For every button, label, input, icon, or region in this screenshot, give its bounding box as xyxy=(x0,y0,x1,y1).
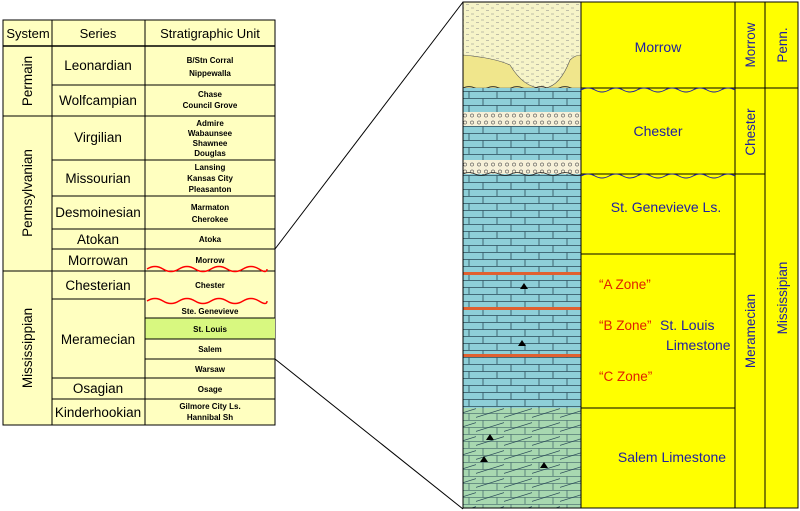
salem-limestone xyxy=(463,408,581,508)
chester-limestone xyxy=(463,88,581,174)
unconformity-line-upper xyxy=(580,87,736,93)
unit-label: Chester xyxy=(195,281,225,290)
unit-label: Morrow xyxy=(196,256,226,265)
stratigraphic-table: System Series Stratigraphic Unit Permain… xyxy=(2,19,276,426)
unconformity-chester xyxy=(146,297,268,305)
system-permain: Permain xyxy=(20,56,35,106)
unit-label: Hannibal Sh xyxy=(187,413,233,422)
st-genevieve-st-louis-limestone xyxy=(463,174,581,408)
series-atokan: Atokan xyxy=(77,232,119,247)
unconformity-line-lower xyxy=(580,173,736,179)
unit-label: Kansas City xyxy=(187,174,233,183)
unit-label: Gilmore City Ls. xyxy=(179,402,240,411)
series-kinderhookian: Kinderhookian xyxy=(55,405,141,420)
unit-label: Wabaunsee xyxy=(188,129,233,138)
side-penn: Penn. xyxy=(775,27,790,62)
side-meramecian: Meramecian xyxy=(743,294,758,368)
series-morrowan: Morrowan xyxy=(68,253,128,268)
label-c-zone: “C Zone” xyxy=(599,369,652,384)
b-zone-bed xyxy=(463,307,581,310)
series-missourian: Missourian xyxy=(65,171,130,186)
header-system: System xyxy=(6,26,49,41)
side-morrow: Morrow xyxy=(743,22,758,67)
unit-label: Warsaw xyxy=(195,365,226,374)
unit-label: Ste. Genevieve xyxy=(182,307,239,316)
unit-label: St. Louis xyxy=(193,325,227,334)
connector-bottom xyxy=(274,358,464,510)
label-st-louis-limestone: Limestone xyxy=(666,337,731,353)
unit-label: Admire xyxy=(196,119,224,128)
system-mississippian: Mississippian xyxy=(20,308,35,388)
side-chester: Chester xyxy=(743,108,758,156)
unit-label: Shawnee xyxy=(193,139,228,148)
label-st-louis: St. Louis xyxy=(660,317,714,333)
unit-label: Atoka xyxy=(199,235,222,244)
series-wolfcampian: Wolfcampian xyxy=(59,93,137,108)
system-pennsylvanian: Pennsylvanian xyxy=(20,149,35,237)
unit-label: Pleasanton xyxy=(189,185,232,194)
series-chesterian: Chesterian xyxy=(65,278,130,293)
st-louis-highlight xyxy=(145,318,275,339)
label-chester: Chester xyxy=(633,123,682,139)
unit-label: Osage xyxy=(198,385,223,394)
lithology-column xyxy=(462,1,584,509)
label-b-zone: “B Zone” xyxy=(599,318,652,333)
label-a-zone: “A Zone” xyxy=(599,277,651,292)
side-mississippian: Mississipian xyxy=(775,262,790,335)
header-unit: Stratigraphic Unit xyxy=(160,26,260,41)
unit-label: Lansing xyxy=(195,163,226,172)
header-series: Series xyxy=(80,26,117,41)
series-desmoinesian: Desmoinesian xyxy=(55,205,141,220)
unit-label: B/Stn Corral xyxy=(187,56,234,65)
series-osagian: Osagian xyxy=(73,381,123,396)
formation-label-column: Morrow Chester St. Genevieve Ls. “A Zone… xyxy=(580,1,736,509)
label-st-genevieve: St. Genevieve Ls. xyxy=(611,199,722,215)
connector-top xyxy=(274,1,464,250)
series-meramecian: Meramecian xyxy=(61,332,135,347)
label-morrow: Morrow xyxy=(635,39,683,55)
unit-label: Nippewalla xyxy=(189,69,231,78)
a-zone-bed xyxy=(463,272,581,275)
unit-label: Cherokee xyxy=(192,215,229,224)
c-zone-bed xyxy=(463,354,581,357)
unit-label: Salem xyxy=(198,345,222,354)
unit-label: Council Grove xyxy=(183,101,238,110)
series-leonardian: Leonardian xyxy=(64,58,132,73)
side-columns: Morrow Chester Meramecian Penn. Mississi… xyxy=(734,1,799,509)
unconformity-morrow xyxy=(146,265,268,273)
unit-label: Marmaton xyxy=(191,203,229,212)
label-salem: Salem Limestone xyxy=(618,449,726,465)
unit-label: Chase xyxy=(198,90,223,99)
unit-label: Douglas xyxy=(194,149,226,158)
series-virgilian: Virgilian xyxy=(74,130,122,145)
